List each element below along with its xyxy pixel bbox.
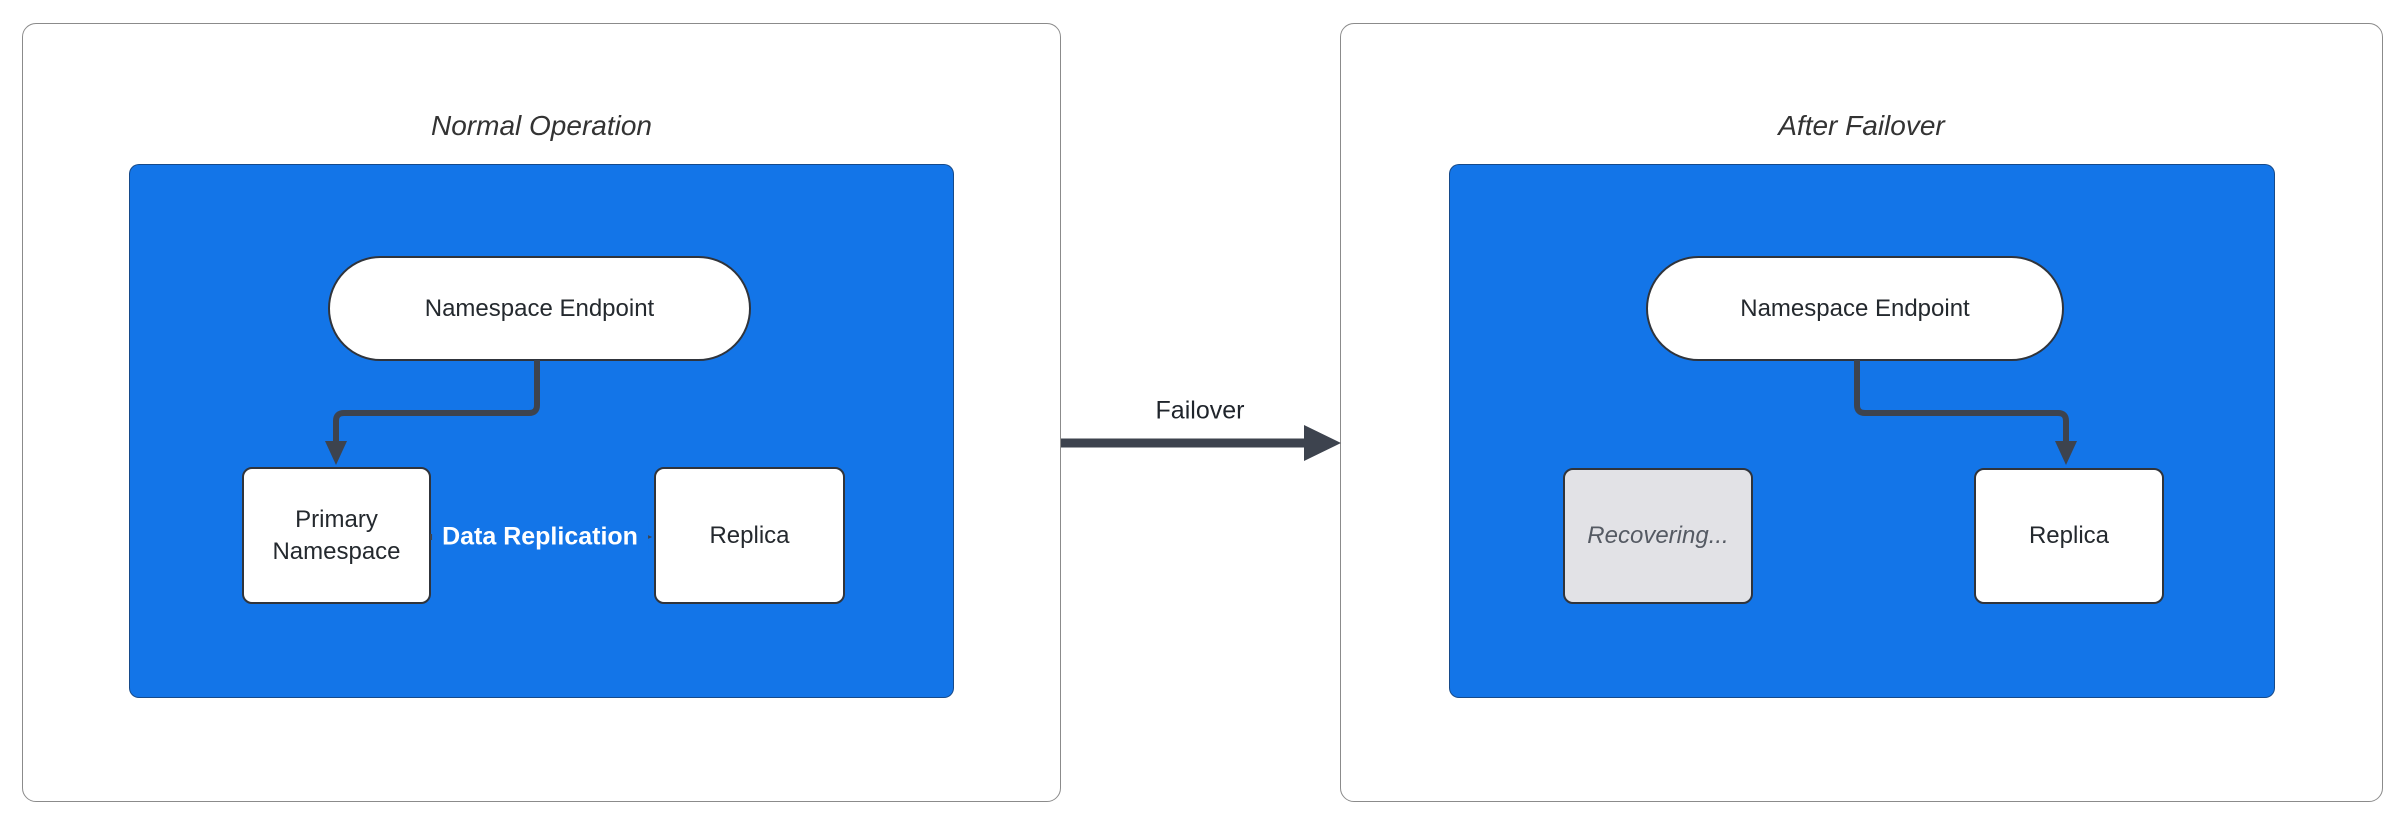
- node-primary-namespace-label: Primary Namespace: [272, 506, 401, 565]
- edge-label-failover: Failover: [1155, 396, 1245, 425]
- node-namespace-endpoint-left: Namespace Endpoint: [328, 256, 751, 361]
- arrowhead-failover: [1304, 425, 1341, 461]
- node-replica-right-label: Replica: [2028, 522, 2110, 550]
- node-replica-right: Replica: [1974, 468, 2164, 604]
- panel-normal-operation: Normal Operation Namespace Endpoint Prim…: [22, 23, 1061, 802]
- edge-label-data-replication: Data Replication: [432, 520, 648, 554]
- node-namespace-endpoint-left-label: Namespace Endpoint: [424, 294, 655, 322]
- node-namespace-endpoint-right: Namespace Endpoint: [1646, 256, 2064, 361]
- cluster-after-failover: [1449, 164, 2275, 698]
- panel-after-failover: After Failover Namespace Endpoint Recove…: [1340, 23, 2383, 802]
- node-recovering-label: Recovering...: [1587, 522, 1729, 550]
- node-primary-namespace: Primary Namespace: [242, 467, 431, 604]
- node-recovering: Recovering...: [1563, 468, 1753, 604]
- node-namespace-endpoint-right-label: Namespace Endpoint: [1740, 294, 1970, 322]
- node-replica-left: Replica: [654, 467, 845, 604]
- panel-title-normal-operation: Normal Operation: [431, 110, 652, 141]
- node-replica-left-label: Replica: [709, 521, 790, 549]
- cluster-normal-operation: [129, 164, 954, 698]
- panel-title-after-failover: After Failover: [1778, 110, 1945, 141]
